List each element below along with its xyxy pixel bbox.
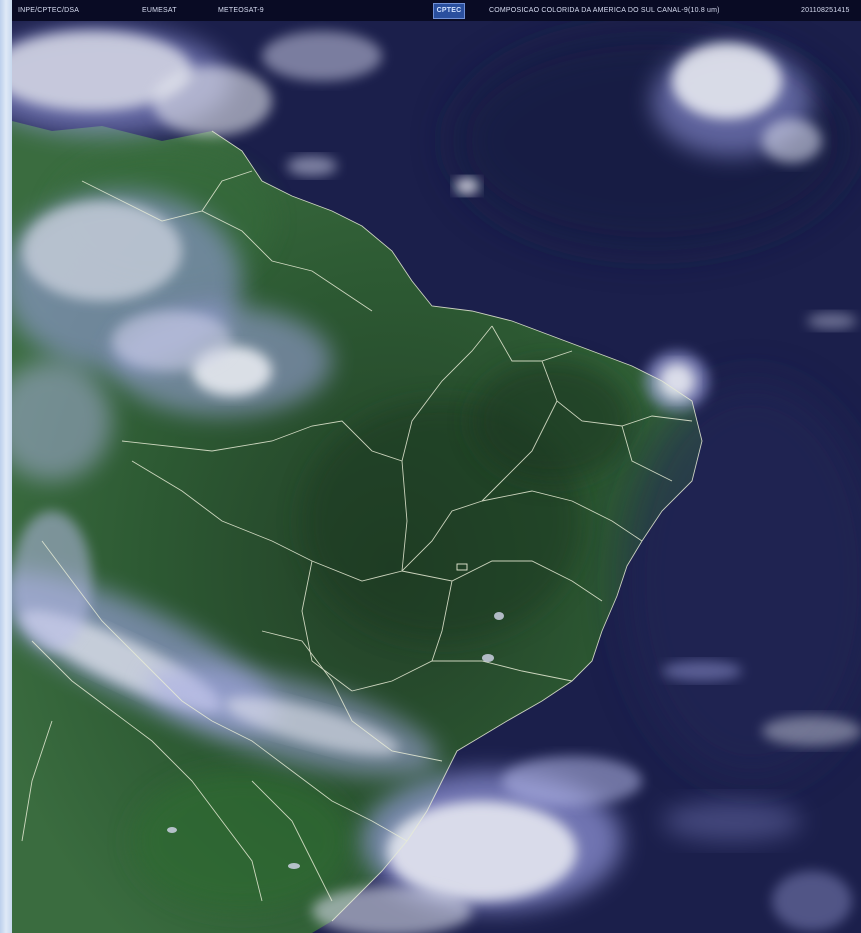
state-borders <box>21 130 703 922</box>
satellite-map-svg <box>12 21 861 933</box>
lake <box>167 827 177 833</box>
image-description: COMPOSICAO COLORIDA DA AMERICA DO SUL CA… <box>489 7 720 14</box>
cloud-speck <box>482 654 494 662</box>
agency-label: EUMESAT <box>142 7 177 14</box>
satellite-map <box>12 21 861 933</box>
land-dark-northeast <box>472 361 632 481</box>
ocean-texture-east <box>622 381 861 781</box>
satellite-image-frame: INPE/CPTEC/DSA EUMESAT METEOSAT-9 CPTEC … <box>12 0 861 933</box>
satellite-label: METEOSAT-9 <box>218 7 264 14</box>
source-label: INPE/CPTEC/DSA <box>18 7 80 14</box>
lake <box>288 863 300 869</box>
image-header-bar: INPE/CPTEC/DSA EUMESAT METEOSAT-9 CPTEC … <box>12 0 861 21</box>
land-light-south <box>132 771 352 911</box>
image-timestamp: 201108251415 <box>801 7 850 14</box>
cptec-logo: CPTEC <box>433 3 465 19</box>
cloud-speck <box>494 612 504 620</box>
federal-district <box>456 563 468 571</box>
